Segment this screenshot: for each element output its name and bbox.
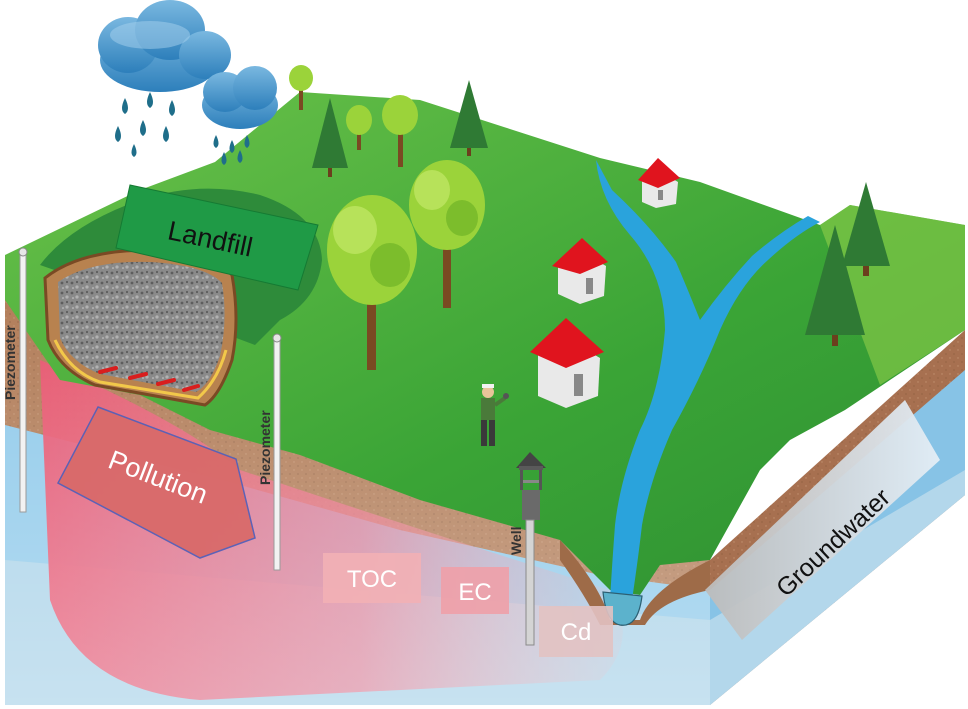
valley-cut xyxy=(560,540,710,625)
tree-icon xyxy=(327,195,417,370)
toc-box xyxy=(323,553,421,603)
piezometer-right-cap xyxy=(272,333,282,343)
pine-tree-icon xyxy=(805,225,865,346)
well-icon xyxy=(516,452,546,520)
leachate-arrow xyxy=(182,384,200,392)
ec-box xyxy=(441,567,509,614)
house-icon xyxy=(638,158,680,208)
piezometer-right-label: Piezometer xyxy=(257,410,273,485)
tree-icon xyxy=(289,65,313,110)
raindrops xyxy=(115,92,250,165)
cd-box xyxy=(539,606,613,657)
cd-label: Cd xyxy=(561,619,592,646)
leachate-arrow xyxy=(156,378,176,386)
rain-cloud-icon xyxy=(202,66,278,129)
tree-icon xyxy=(382,95,418,167)
toc-label: TOC xyxy=(347,566,397,593)
tree-icon xyxy=(346,105,372,150)
ec-label: EC xyxy=(458,579,491,606)
leachate-arrow xyxy=(98,366,118,374)
pine-tree-icon xyxy=(842,182,890,276)
pollution-arrow xyxy=(56,406,256,559)
person-icon xyxy=(481,384,509,446)
pine-tree-icon xyxy=(450,80,488,156)
deep-zone-right xyxy=(710,470,965,705)
rain-cloud-icon xyxy=(98,0,231,92)
well-pipe xyxy=(525,519,535,646)
house-icon xyxy=(552,238,608,304)
tree-icon xyxy=(409,160,485,308)
piezometer-left-label: Piezometer xyxy=(2,325,18,400)
piezometer-left-cap xyxy=(18,247,28,257)
river xyxy=(596,160,820,600)
landfill-membrane xyxy=(53,339,228,400)
landfill-waste xyxy=(58,261,225,392)
well-label: Well xyxy=(508,526,524,555)
groundwater-label-box xyxy=(705,400,940,640)
piezometer-left-pipe xyxy=(19,251,27,513)
house-icon xyxy=(530,318,604,408)
pine-tree-icon xyxy=(312,98,348,177)
landfill-label-box xyxy=(115,184,319,291)
piezometer-right-pipe xyxy=(273,337,281,571)
leachate-arrow xyxy=(128,372,148,380)
